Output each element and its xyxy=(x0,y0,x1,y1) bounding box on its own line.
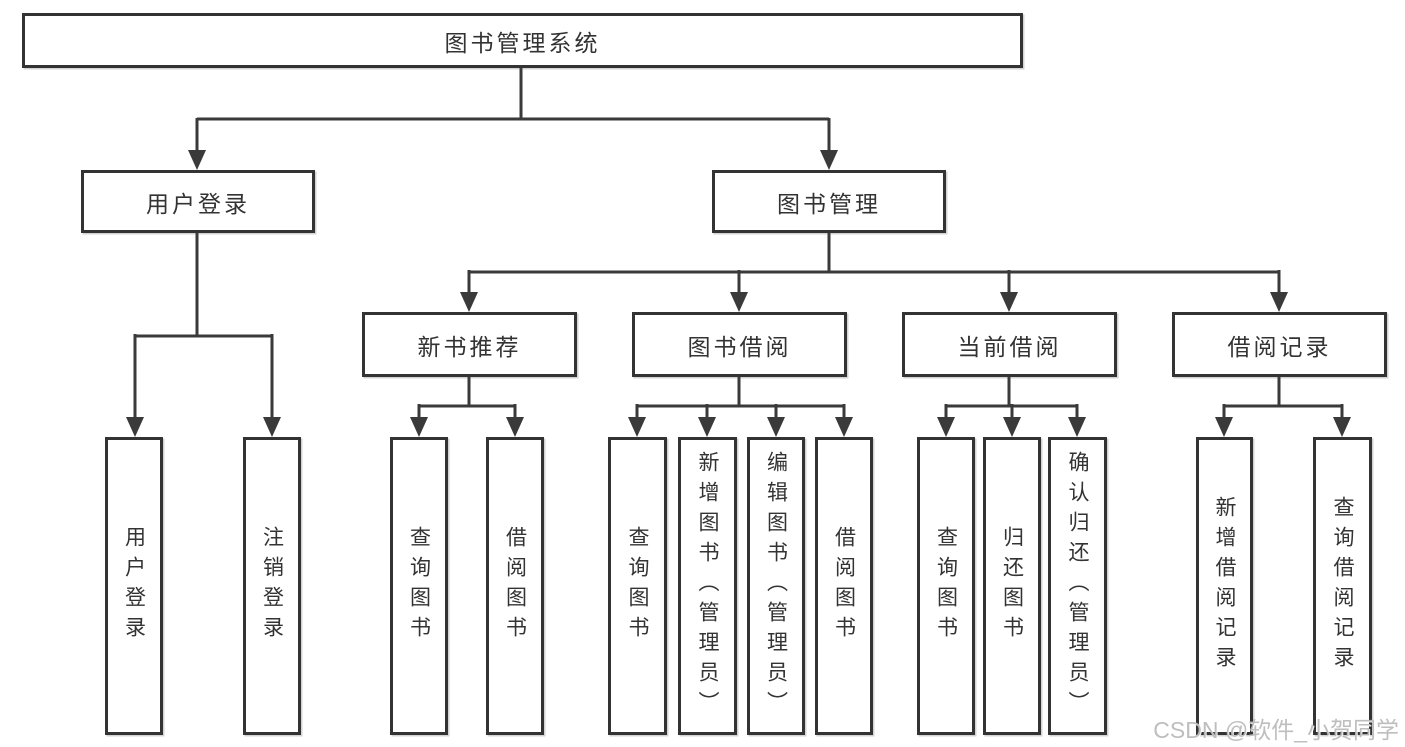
leaf-query-books-2: 查询图书 xyxy=(608,437,667,735)
leaf-label: 查询图书 xyxy=(626,526,649,646)
leaf-label: 用户登录 xyxy=(122,526,146,646)
leaf-query-books-1: 查询图书 xyxy=(390,437,448,735)
node-current-borrow: 当前借阅 xyxy=(902,312,1117,377)
node-label: 图书管理系统 xyxy=(444,29,601,56)
leaf-label: 新增借阅记录 xyxy=(1213,496,1236,676)
leaf-query-books-3: 查询图书 xyxy=(917,437,975,735)
arrowheads xyxy=(126,150,1351,437)
leaf-label: 确认归还（管理员） xyxy=(1066,451,1089,721)
node-new-book-recommend: 新书推荐 xyxy=(362,312,577,377)
leaf-label: 借阅图书 xyxy=(832,526,856,646)
node-label: 用户登录 xyxy=(146,190,250,217)
leaf-return-books: 归还图书 xyxy=(983,437,1041,735)
leaf-user-login: 用户登录 xyxy=(105,437,163,735)
node-label: 图书管理 xyxy=(777,190,881,217)
node-label: 当前借阅 xyxy=(957,333,1062,360)
leaf-label: 编辑图书（管理员） xyxy=(764,451,788,721)
leaf-query-borrow-record: 查询借阅记录 xyxy=(1313,437,1372,735)
leaf-label: 注销登录 xyxy=(260,526,284,646)
leaf-label: 新增图书（管理员） xyxy=(696,451,719,721)
leaf-add-books-admin: 新增图书（管理员） xyxy=(678,437,737,735)
node-label: 图书借阅 xyxy=(687,333,792,360)
leaf-label: 借阅图书 xyxy=(503,526,527,646)
leaf-label: 查询图书 xyxy=(934,526,958,646)
node-label: 借阅记录 xyxy=(1227,333,1332,360)
leaf-add-borrow-record: 新增借阅记录 xyxy=(1196,437,1253,735)
leaf-edit-books-admin: 编辑图书（管理员） xyxy=(747,437,805,735)
node-borrow-records: 借阅记录 xyxy=(1172,312,1387,377)
node-user-login: 用户登录 xyxy=(81,170,315,233)
leaf-borrow-books-2: 借阅图书 xyxy=(815,437,873,735)
node-label: 新书推荐 xyxy=(417,333,522,360)
node-book-borrow: 图书借阅 xyxy=(632,312,847,377)
node-library-system: 图书管理系统 xyxy=(22,13,1023,68)
csdn-watermark: CSDN @软件_小贺同学 xyxy=(1153,717,1399,743)
leaf-borrow-books-1: 借阅图书 xyxy=(486,437,544,735)
leaf-logout: 注销登录 xyxy=(243,437,301,735)
node-book-management: 图书管理 xyxy=(712,170,946,233)
leaf-label: 归还图书 xyxy=(1000,526,1024,646)
leaf-label: 查询图书 xyxy=(407,526,431,646)
leaf-confirm-return-admin: 确认归还（管理员） xyxy=(1048,437,1107,735)
leaf-label: 查询借阅记录 xyxy=(1331,496,1354,676)
